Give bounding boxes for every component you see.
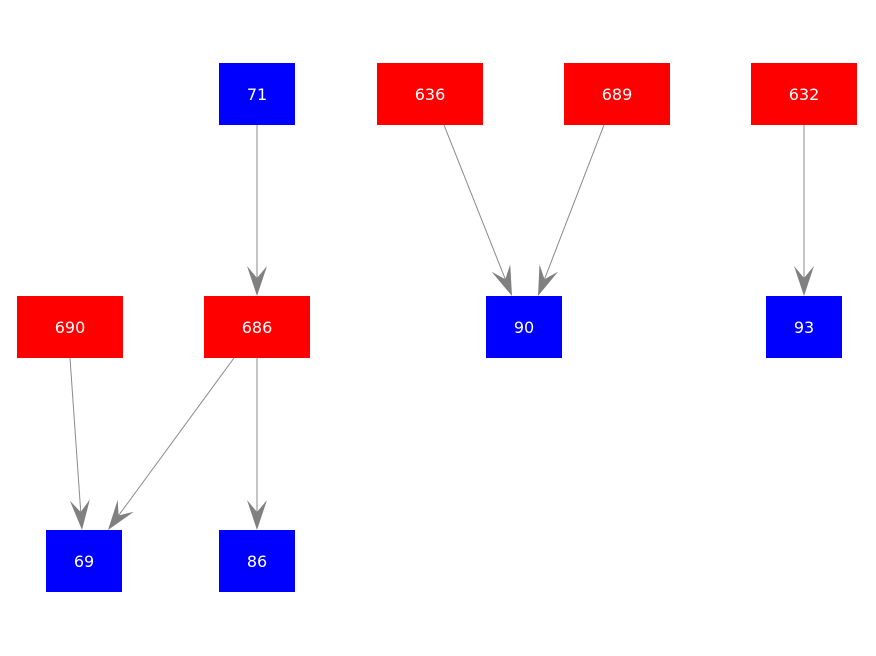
- node-label: 93: [794, 318, 814, 337]
- edge-686-to-69: [108, 357, 235, 530]
- node-box[interactable]: [219, 530, 295, 592]
- node-label: 686: [242, 318, 273, 337]
- node-label: 71: [247, 85, 267, 104]
- node-93[interactable]: 93: [766, 296, 842, 358]
- node-box[interactable]: [751, 63, 857, 125]
- arrowhead: [794, 266, 814, 296]
- edge-690-to-69: [69, 357, 90, 530]
- node-label: 636: [415, 85, 446, 104]
- edge-line: [118, 357, 235, 516]
- arrowhead: [538, 264, 559, 296]
- edge-686-to-86: [247, 358, 267, 530]
- node-90[interactable]: 90: [486, 296, 562, 358]
- node-box[interactable]: [377, 63, 483, 125]
- node-label: 690: [55, 318, 86, 337]
- node-label: 90: [514, 318, 534, 337]
- nodes-layer: 71 636 689 632 690 686 90 93 69 86: [17, 63, 857, 592]
- arrowhead: [247, 500, 267, 530]
- arrowhead: [491, 264, 512, 296]
- arrowhead: [247, 266, 267, 296]
- edge-line: [544, 124, 605, 280]
- node-689[interactable]: 689: [564, 63, 670, 125]
- node-label: 689: [602, 85, 633, 104]
- edge-line: [69, 357, 82, 513]
- edges-layer: [69, 124, 814, 530]
- node-label: 632: [789, 85, 820, 104]
- node-690[interactable]: 690: [17, 296, 123, 358]
- node-69[interactable]: 69: [46, 530, 122, 592]
- arrowhead: [69, 499, 90, 530]
- edge-71-to-686: [247, 125, 267, 296]
- node-box[interactable]: [564, 63, 670, 125]
- node-label: 86: [247, 552, 267, 571]
- node-box[interactable]: [486, 296, 562, 358]
- edge-line: [443, 124, 506, 280]
- node-86[interactable]: 86: [219, 530, 295, 592]
- node-box[interactable]: [204, 296, 310, 358]
- edge-632-to-93: [794, 125, 814, 296]
- node-label: 69: [74, 552, 94, 571]
- arrowhead: [108, 499, 134, 530]
- node-box[interactable]: [46, 530, 122, 592]
- node-632[interactable]: 632: [751, 63, 857, 125]
- node-686[interactable]: 686: [204, 296, 310, 358]
- edge-636-to-90: [443, 124, 512, 296]
- node-box[interactable]: [219, 63, 295, 125]
- edge-689-to-90: [538, 124, 605, 296]
- node-box[interactable]: [766, 296, 842, 358]
- node-71[interactable]: 71: [219, 63, 295, 125]
- node-box[interactable]: [17, 296, 123, 358]
- node-636[interactable]: 636: [377, 63, 483, 125]
